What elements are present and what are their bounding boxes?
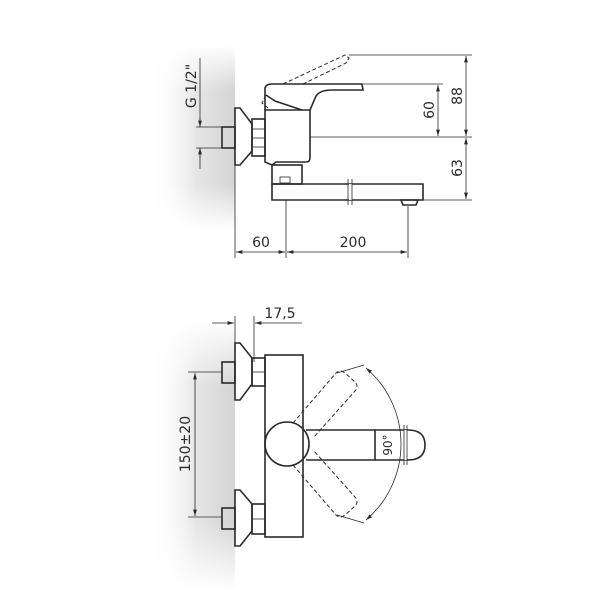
lever-closed <box>264 83 364 111</box>
front-view: 17,5 90° <box>178 306 426 547</box>
lever-front <box>306 429 376 461</box>
diverter-block <box>271 164 303 185</box>
lever-tip <box>375 429 426 461</box>
dim-label-17-5: 17,5 <box>264 306 295 322</box>
aerator <box>399 199 420 206</box>
side-view: 88 60 63 G 1/2" 60 200 <box>184 54 472 258</box>
dim-label-60-vertical: 60 <box>422 101 438 119</box>
lever-open-dashed <box>282 54 350 85</box>
wall-shading-bottom <box>150 320 235 590</box>
dim-label-150: 150±20 <box>178 416 194 472</box>
lever-hub <box>264 421 310 467</box>
rotation-arc <box>365 367 402 521</box>
lever-rotation-dashed <box>292 370 358 518</box>
mixer-body-front <box>264 354 304 538</box>
spout <box>271 183 424 201</box>
dim-label-200: 200 <box>340 235 367 251</box>
connection-nut <box>251 118 266 157</box>
dim-label-88: 88 <box>450 87 466 105</box>
wall-shading-top <box>150 45 235 230</box>
dim-label-63: 63 <box>450 159 466 177</box>
dim-label-thread: G 1/2" <box>184 64 200 108</box>
mixer-body <box>264 109 311 166</box>
dim-label-90-degrees: 90° <box>381 434 395 455</box>
wall-flange <box>234 107 253 166</box>
dim-label-60-horizontal: 60 <box>252 235 270 251</box>
